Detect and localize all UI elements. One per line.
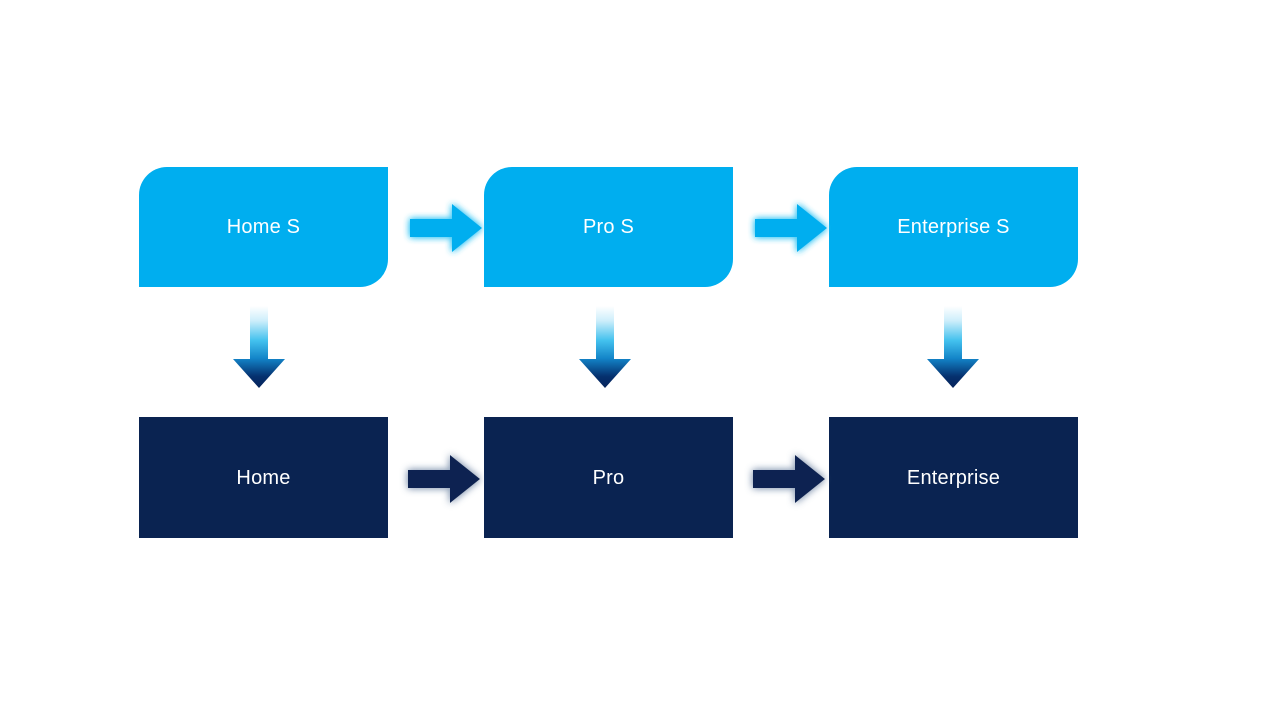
arrow-right-icon [755, 204, 827, 252]
arrow-right-icon [753, 455, 825, 503]
node-label-pro: Pro [592, 466, 625, 489]
node-label-home-s: Home S [226, 216, 301, 238]
arrow-down-icon [233, 306, 285, 388]
node-label-pro-s: Pro S [582, 216, 635, 238]
connector-home-s-to-home [228, 306, 290, 390]
node-enterprise[interactable]: Enterprise [829, 417, 1078, 538]
node-label-enterprise-s: Enterprise S [897, 216, 1010, 238]
node-pro[interactable]: Pro [484, 417, 733, 538]
arrow-down-icon [579, 306, 631, 388]
node-home[interactable]: Home [139, 417, 388, 538]
node-label-enterprise: Enterprise [906, 466, 1001, 489]
node-label-home: Home [236, 466, 291, 489]
connector-pro-to-enterprise [747, 449, 829, 509]
node-home-s[interactable]: Home S [139, 167, 388, 287]
node-pro-s[interactable]: Pro S [484, 167, 733, 287]
connector-home-to-pro [402, 449, 484, 509]
connector-pro-s-to-pro [574, 306, 636, 390]
arrow-right-icon [408, 455, 480, 503]
arrow-down-icon [927, 306, 979, 388]
connector-enterprise-s-to-enterprise [922, 306, 984, 390]
node-enterprise-s[interactable]: Enterprise S [829, 167, 1078, 287]
connector-home-s-to-pro-s [404, 198, 486, 258]
arrow-right-icon [410, 204, 482, 252]
connector-pro-s-to-enterprise-s [749, 198, 831, 258]
